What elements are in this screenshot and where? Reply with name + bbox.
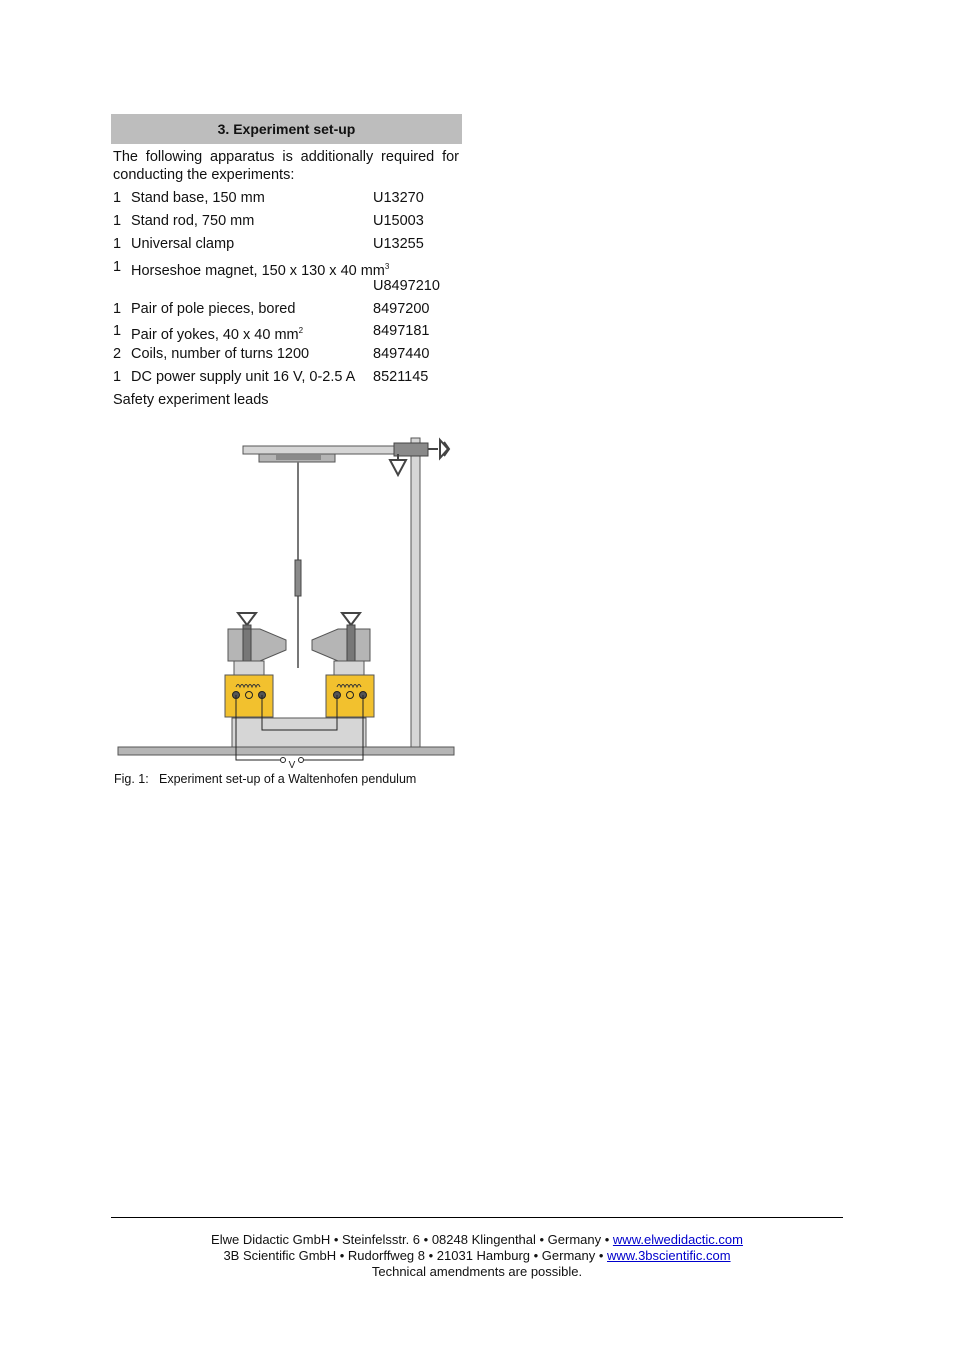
yoke-left bbox=[233, 660, 265, 676]
footer-divider bbox=[111, 1217, 843, 1218]
pendulum-arm bbox=[242, 445, 416, 455]
stand-base bbox=[117, 746, 455, 756]
extra-item: Safety experiment leads bbox=[113, 392, 269, 408]
wire-supply-right bbox=[304, 695, 364, 761]
3b-website-link[interactable]: www.3bscientific.com bbox=[607, 1248, 731, 1263]
voltage-label: V bbox=[289, 760, 296, 770]
item-description: DC power supply unit 16 V, 0-2.5 A bbox=[131, 369, 356, 385]
item-quantity: 1 bbox=[113, 236, 122, 252]
unit-superscript: 3 bbox=[384, 262, 390, 271]
item-quantity: 2 bbox=[113, 346, 122, 362]
pendulum-slider bbox=[294, 559, 302, 597]
coil-left bbox=[224, 674, 274, 718]
item-description: Horseshoe magnet, 150 x 130 x 40 mm3 bbox=[131, 258, 389, 280]
item-code: 8497200 bbox=[373, 301, 430, 317]
footer-elwe-address: Elwe Didactic GmbH • Steinfelsstr. 6 • 0… bbox=[211, 1232, 613, 1247]
pole-piece-right bbox=[311, 628, 371, 662]
item-quantity: 1 bbox=[113, 301, 122, 317]
footer-amendments-note: Technical amendments are possible. bbox=[371, 1264, 583, 1279]
item-code: U13255 bbox=[373, 236, 424, 252]
figure-caption-text: Experiment set-up of a Waltenhofen pendu… bbox=[159, 772, 417, 786]
clamp-screw-right-icon bbox=[340, 612, 362, 627]
wire-supply-left bbox=[235, 695, 280, 761]
clamp-screw-left-icon bbox=[236, 612, 258, 627]
footer-3b-address: 3B Scientific GmbH • Rudorffweg 8 • 2103… bbox=[223, 1248, 608, 1263]
footer-line-3b: 3B Scientific GmbH • Rudorffweg 8 • 2103… bbox=[111, 1248, 843, 1264]
intro-paragraph: The following apparatus is additionally … bbox=[113, 149, 459, 183]
item-code: U8497210 bbox=[373, 278, 440, 294]
pole-piece-left bbox=[227, 628, 287, 662]
item-code: 8497181 bbox=[373, 323, 430, 339]
clamp-handle-icon bbox=[439, 437, 451, 461]
item-quantity: 1 bbox=[113, 190, 122, 206]
footer: Elwe Didactic GmbH • Steinfelsstr. 6 • 0… bbox=[111, 1232, 843, 1280]
figure-caption: Fig. 1: Experiment set-up of a Waltenhofe… bbox=[114, 772, 416, 786]
item-code: 8521145 bbox=[373, 369, 429, 385]
section-title: 3. Experiment set-up bbox=[217, 121, 356, 137]
item-description: Coils, number of turns 1200 bbox=[131, 346, 310, 362]
stand-rod bbox=[410, 437, 421, 748]
item-quantity: 1 bbox=[113, 213, 122, 229]
waltenhofen-figure: V bbox=[117, 437, 455, 770]
item-description-text: Horseshoe magnet, 150 x 130 x 40 mm bbox=[131, 262, 385, 279]
item-description: Universal clamp bbox=[131, 236, 235, 252]
item-description: Pair of pole pieces, bored bbox=[131, 301, 296, 317]
unit-superscript: 2 bbox=[298, 326, 304, 335]
item-code: 8497440 bbox=[373, 346, 430, 362]
item-description-text: Pair of yokes, 40 x 40 mm bbox=[131, 326, 299, 343]
item-quantity: 1 bbox=[113, 369, 122, 385]
item-description: Pair of yokes, 40 x 40 mm2 bbox=[131, 322, 303, 344]
wire-coil-link bbox=[261, 695, 338, 731]
item-description: Stand rod, 750 mm bbox=[131, 213, 255, 229]
yoke-right bbox=[333, 660, 365, 676]
clamp-handle-lower-icon bbox=[388, 459, 408, 478]
coil-right bbox=[325, 674, 375, 718]
item-description: Stand base, 150 mm bbox=[131, 190, 265, 206]
horseshoe-magnet-base bbox=[231, 717, 367, 748]
item-code: U13270 bbox=[373, 190, 424, 206]
figure-caption-label: Fig. 1: bbox=[114, 772, 149, 786]
footer-line-elwe: Elwe Didactic GmbH • Steinfelsstr. 6 • 0… bbox=[111, 1232, 843, 1248]
section-header: 3. Experiment set-up bbox=[111, 114, 462, 144]
item-quantity: 1 bbox=[113, 259, 122, 275]
elwe-website-link[interactable]: www.elwedidactic.com bbox=[612, 1232, 743, 1247]
item-quantity: 1 bbox=[113, 323, 122, 339]
item-code: U15003 bbox=[373, 213, 424, 229]
universal-clamp bbox=[393, 442, 429, 457]
